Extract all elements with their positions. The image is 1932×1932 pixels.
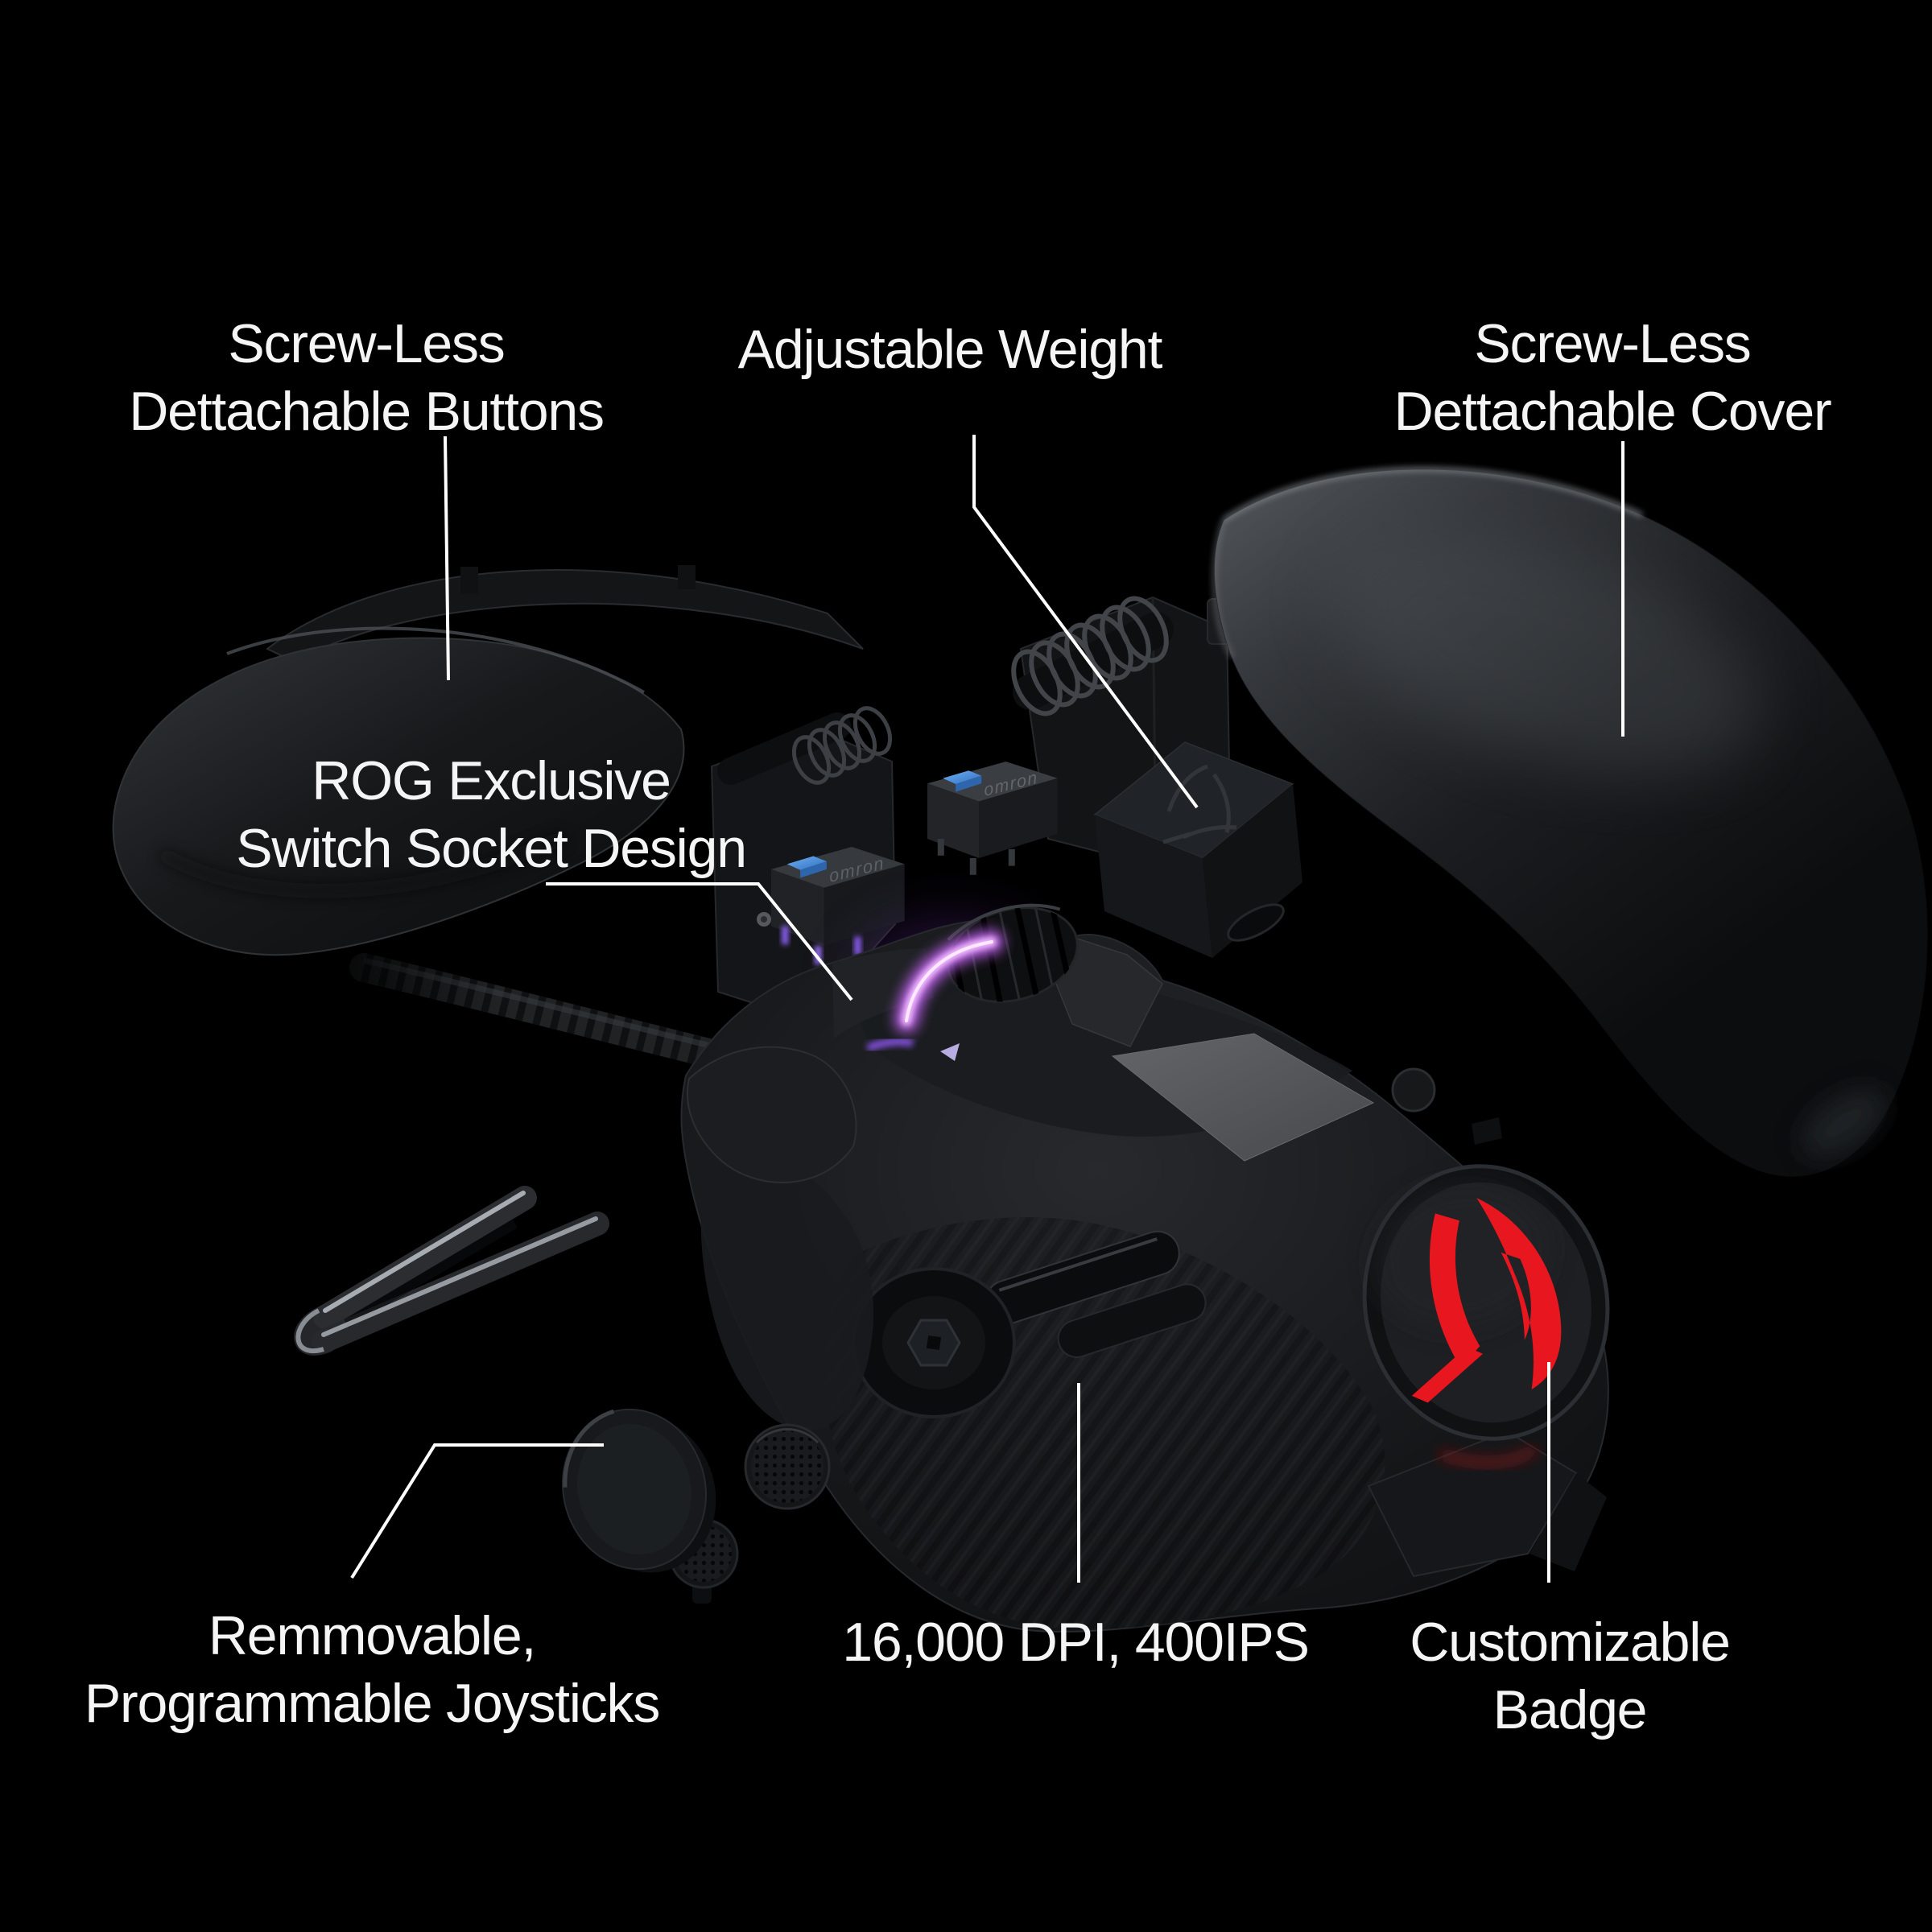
callout-adjustable-weight: Adjustable Weight xyxy=(737,316,1163,383)
switch-purple-pins xyxy=(782,926,861,964)
callout-line: Switch Socket Design xyxy=(236,818,747,879)
spring-coil-large xyxy=(1011,596,1169,716)
joystick-cap-mesh xyxy=(744,1423,831,1510)
leader-switch-socket xyxy=(546,882,853,1001)
callout-detachable-buttons: Screw-Less Dettachable Buttons xyxy=(129,310,605,445)
leader-adjustable-weight xyxy=(972,435,1199,809)
leader-lines xyxy=(350,435,1624,1583)
front-rgb-slit xyxy=(866,1038,914,1052)
thumb-rest xyxy=(700,1157,874,1430)
callout-line: Adjustable Weight xyxy=(737,319,1163,380)
rear-red-glow xyxy=(1438,1446,1538,1467)
omron-switch-2: omron xyxy=(771,847,905,964)
callout-line: ROG Exclusive xyxy=(312,750,671,811)
omron-switch-1: omron xyxy=(927,762,1058,875)
front-shell xyxy=(686,1046,857,1183)
panel-round-port xyxy=(1391,1067,1436,1113)
deck-arrow-marker xyxy=(940,1043,960,1061)
spring-coil-small xyxy=(791,706,893,785)
callout-line: Customizable xyxy=(1410,1612,1731,1673)
joystick-socket xyxy=(852,1267,1016,1418)
rog-logo xyxy=(1411,1198,1562,1403)
callout-line: Programmable Joysticks xyxy=(84,1673,660,1734)
rog-badge xyxy=(1362,1164,1610,1441)
callout-line: Screw-Less xyxy=(1474,313,1751,374)
transparent-button-clip xyxy=(266,565,864,663)
exposed-panel xyxy=(1111,1033,1375,1162)
callout-joysticks: Remmovable, Programmable Joysticks xyxy=(84,1602,660,1737)
adjustable-weight-block xyxy=(1093,741,1302,958)
joystick-cover-disc xyxy=(562,1408,716,1573)
detachable-side-cover xyxy=(1212,467,1928,1177)
leader-detachable-buttons xyxy=(444,436,450,681)
callout-badge: Customizable Badge xyxy=(1410,1608,1731,1744)
front-ridge xyxy=(832,948,934,1038)
rear-facet xyxy=(1367,1430,1578,1578)
callout-dpi: 16,000 DPI, 400IPS xyxy=(842,1608,1310,1676)
callout-line: Dettachable Cover xyxy=(1393,381,1832,442)
callout-switch-socket: ROG Exclusive Switch Socket Design xyxy=(236,747,747,882)
switch-blue-plunger xyxy=(943,770,982,784)
tweezers-tool xyxy=(294,1186,609,1356)
side-buttons xyxy=(985,1230,1207,1358)
weight-rog-emboss xyxy=(1162,764,1237,844)
callout-line: Dettachable Buttons xyxy=(129,381,605,442)
callout-line: Remmovable, xyxy=(208,1605,536,1666)
mouse-body xyxy=(680,899,1610,1633)
leader-joysticks xyxy=(350,1443,604,1579)
scroll-wheel-rgb xyxy=(894,899,1079,1033)
detachable-button-shell xyxy=(112,626,685,956)
callout-line: Badge xyxy=(1492,1679,1648,1740)
switch-blue-plunger xyxy=(786,856,827,870)
callout-line: Screw-Less xyxy=(228,313,505,374)
callout-line: 16,000 DPI, 400IPS xyxy=(842,1612,1310,1673)
callout-detachable-cover: Screw-Less Dettachable Cover xyxy=(1393,310,1832,445)
